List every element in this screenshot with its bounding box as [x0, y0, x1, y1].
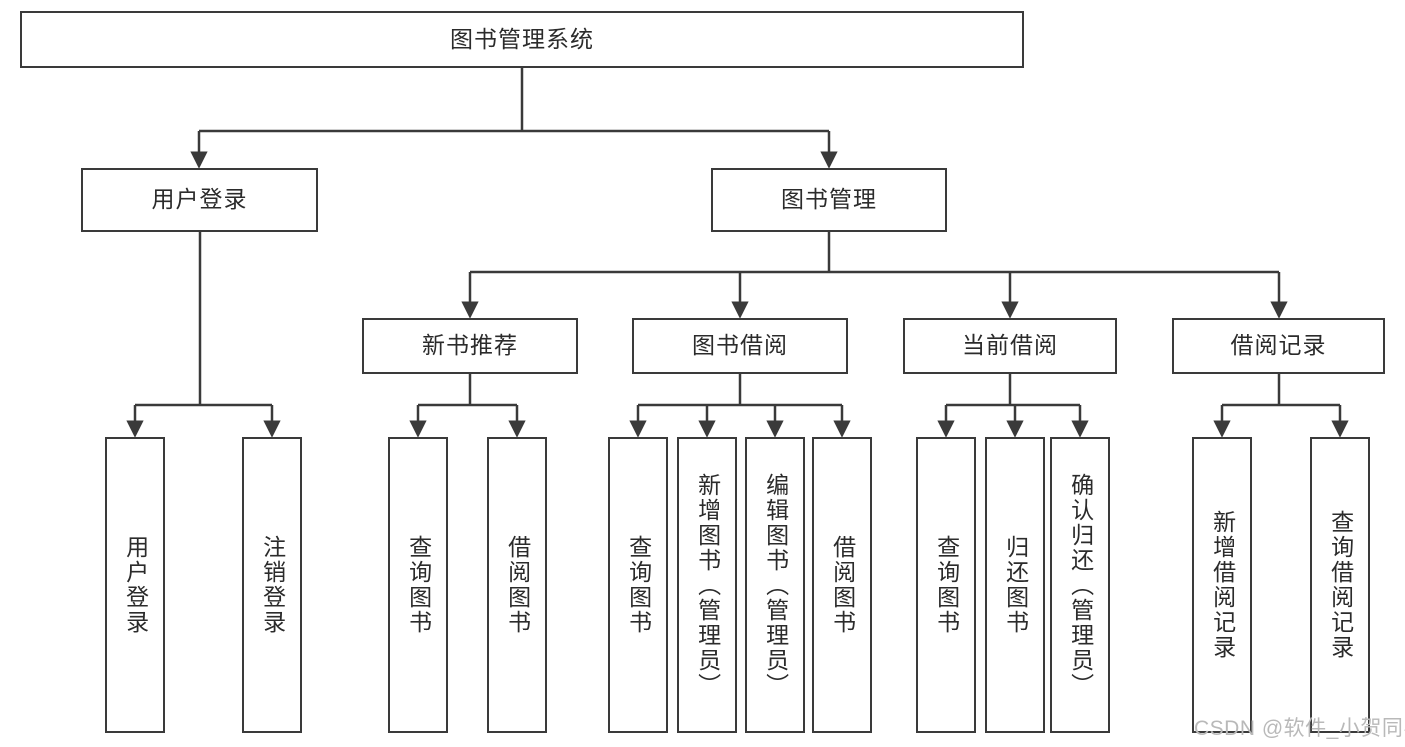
level2-node-2[interactable]: 当前借阅 [903, 318, 1117, 374]
watermark-text: CSDN @软件_小贺同学 [1194, 717, 1405, 740]
leaf-node-12[interactable]: 查询借阅记录 [1310, 437, 1370, 733]
leaf-node-2[interactable]: 查询图书 [388, 437, 448, 733]
leaf-node-label: 借阅图书 [504, 535, 531, 635]
leaf-node-label: 借阅图书 [829, 535, 856, 635]
level2-node-label: 新书推荐 [422, 332, 518, 359]
leaf-node-label: 查询图书 [625, 535, 652, 635]
level2-node-3[interactable]: 借阅记录 [1172, 318, 1385, 374]
leaf-node-10[interactable]: 确认归还（管理员） [1050, 437, 1110, 733]
leaf-node-9[interactable]: 归还图书 [985, 437, 1045, 733]
leaf-node-11[interactable]: 新增借阅记录 [1192, 437, 1252, 733]
leaf-node-label: 查询图书 [933, 535, 960, 635]
leaf-node-5[interactable]: 新增图书（管理员） [677, 437, 737, 733]
leaf-node-label: 编辑图书（管理员） [762, 472, 789, 698]
root-node-0[interactable]: 图书管理系统 [20, 11, 1024, 68]
leaf-node-label: 确认归还（管理员） [1067, 472, 1094, 698]
leaf-node-1[interactable]: 注销登录 [242, 437, 302, 733]
leaf-node-label: 新增借阅记录 [1209, 510, 1236, 660]
level2-node-0[interactable]: 新书推荐 [362, 318, 578, 374]
leaf-node-label: 用户登录 [122, 535, 149, 635]
level1-node-0[interactable]: 用户登录 [81, 168, 318, 232]
leaf-node-label: 新增图书（管理员） [694, 472, 721, 698]
leaf-node-label: 注销登录 [259, 535, 286, 635]
leaf-node-label: 归还图书 [1002, 535, 1029, 635]
level2-node-label: 图书借阅 [692, 332, 788, 359]
level2-node-label: 借阅记录 [1230, 332, 1327, 359]
leaf-node-6[interactable]: 编辑图书（管理员） [745, 437, 805, 733]
level1-node-label: 用户登录 [151, 186, 248, 213]
level2-node-1[interactable]: 图书借阅 [632, 318, 848, 374]
leaf-node-3[interactable]: 借阅图书 [487, 437, 547, 733]
level2-node-label: 当前借阅 [962, 332, 1058, 359]
leaf-node-8[interactable]: 查询图书 [916, 437, 976, 733]
root-node-label: 图书管理系统 [450, 25, 594, 52]
level1-node-1[interactable]: 图书管理 [711, 168, 947, 232]
leaf-node-7[interactable]: 借阅图书 [812, 437, 872, 733]
leaf-node-4[interactable]: 查询图书 [608, 437, 668, 733]
leaf-node-label: 查询借阅记录 [1327, 510, 1354, 660]
leaf-node-label: 查询图书 [405, 535, 432, 635]
level1-node-label: 图书管理 [781, 186, 877, 213]
leaf-node-0[interactable]: 用户登录 [105, 437, 165, 733]
